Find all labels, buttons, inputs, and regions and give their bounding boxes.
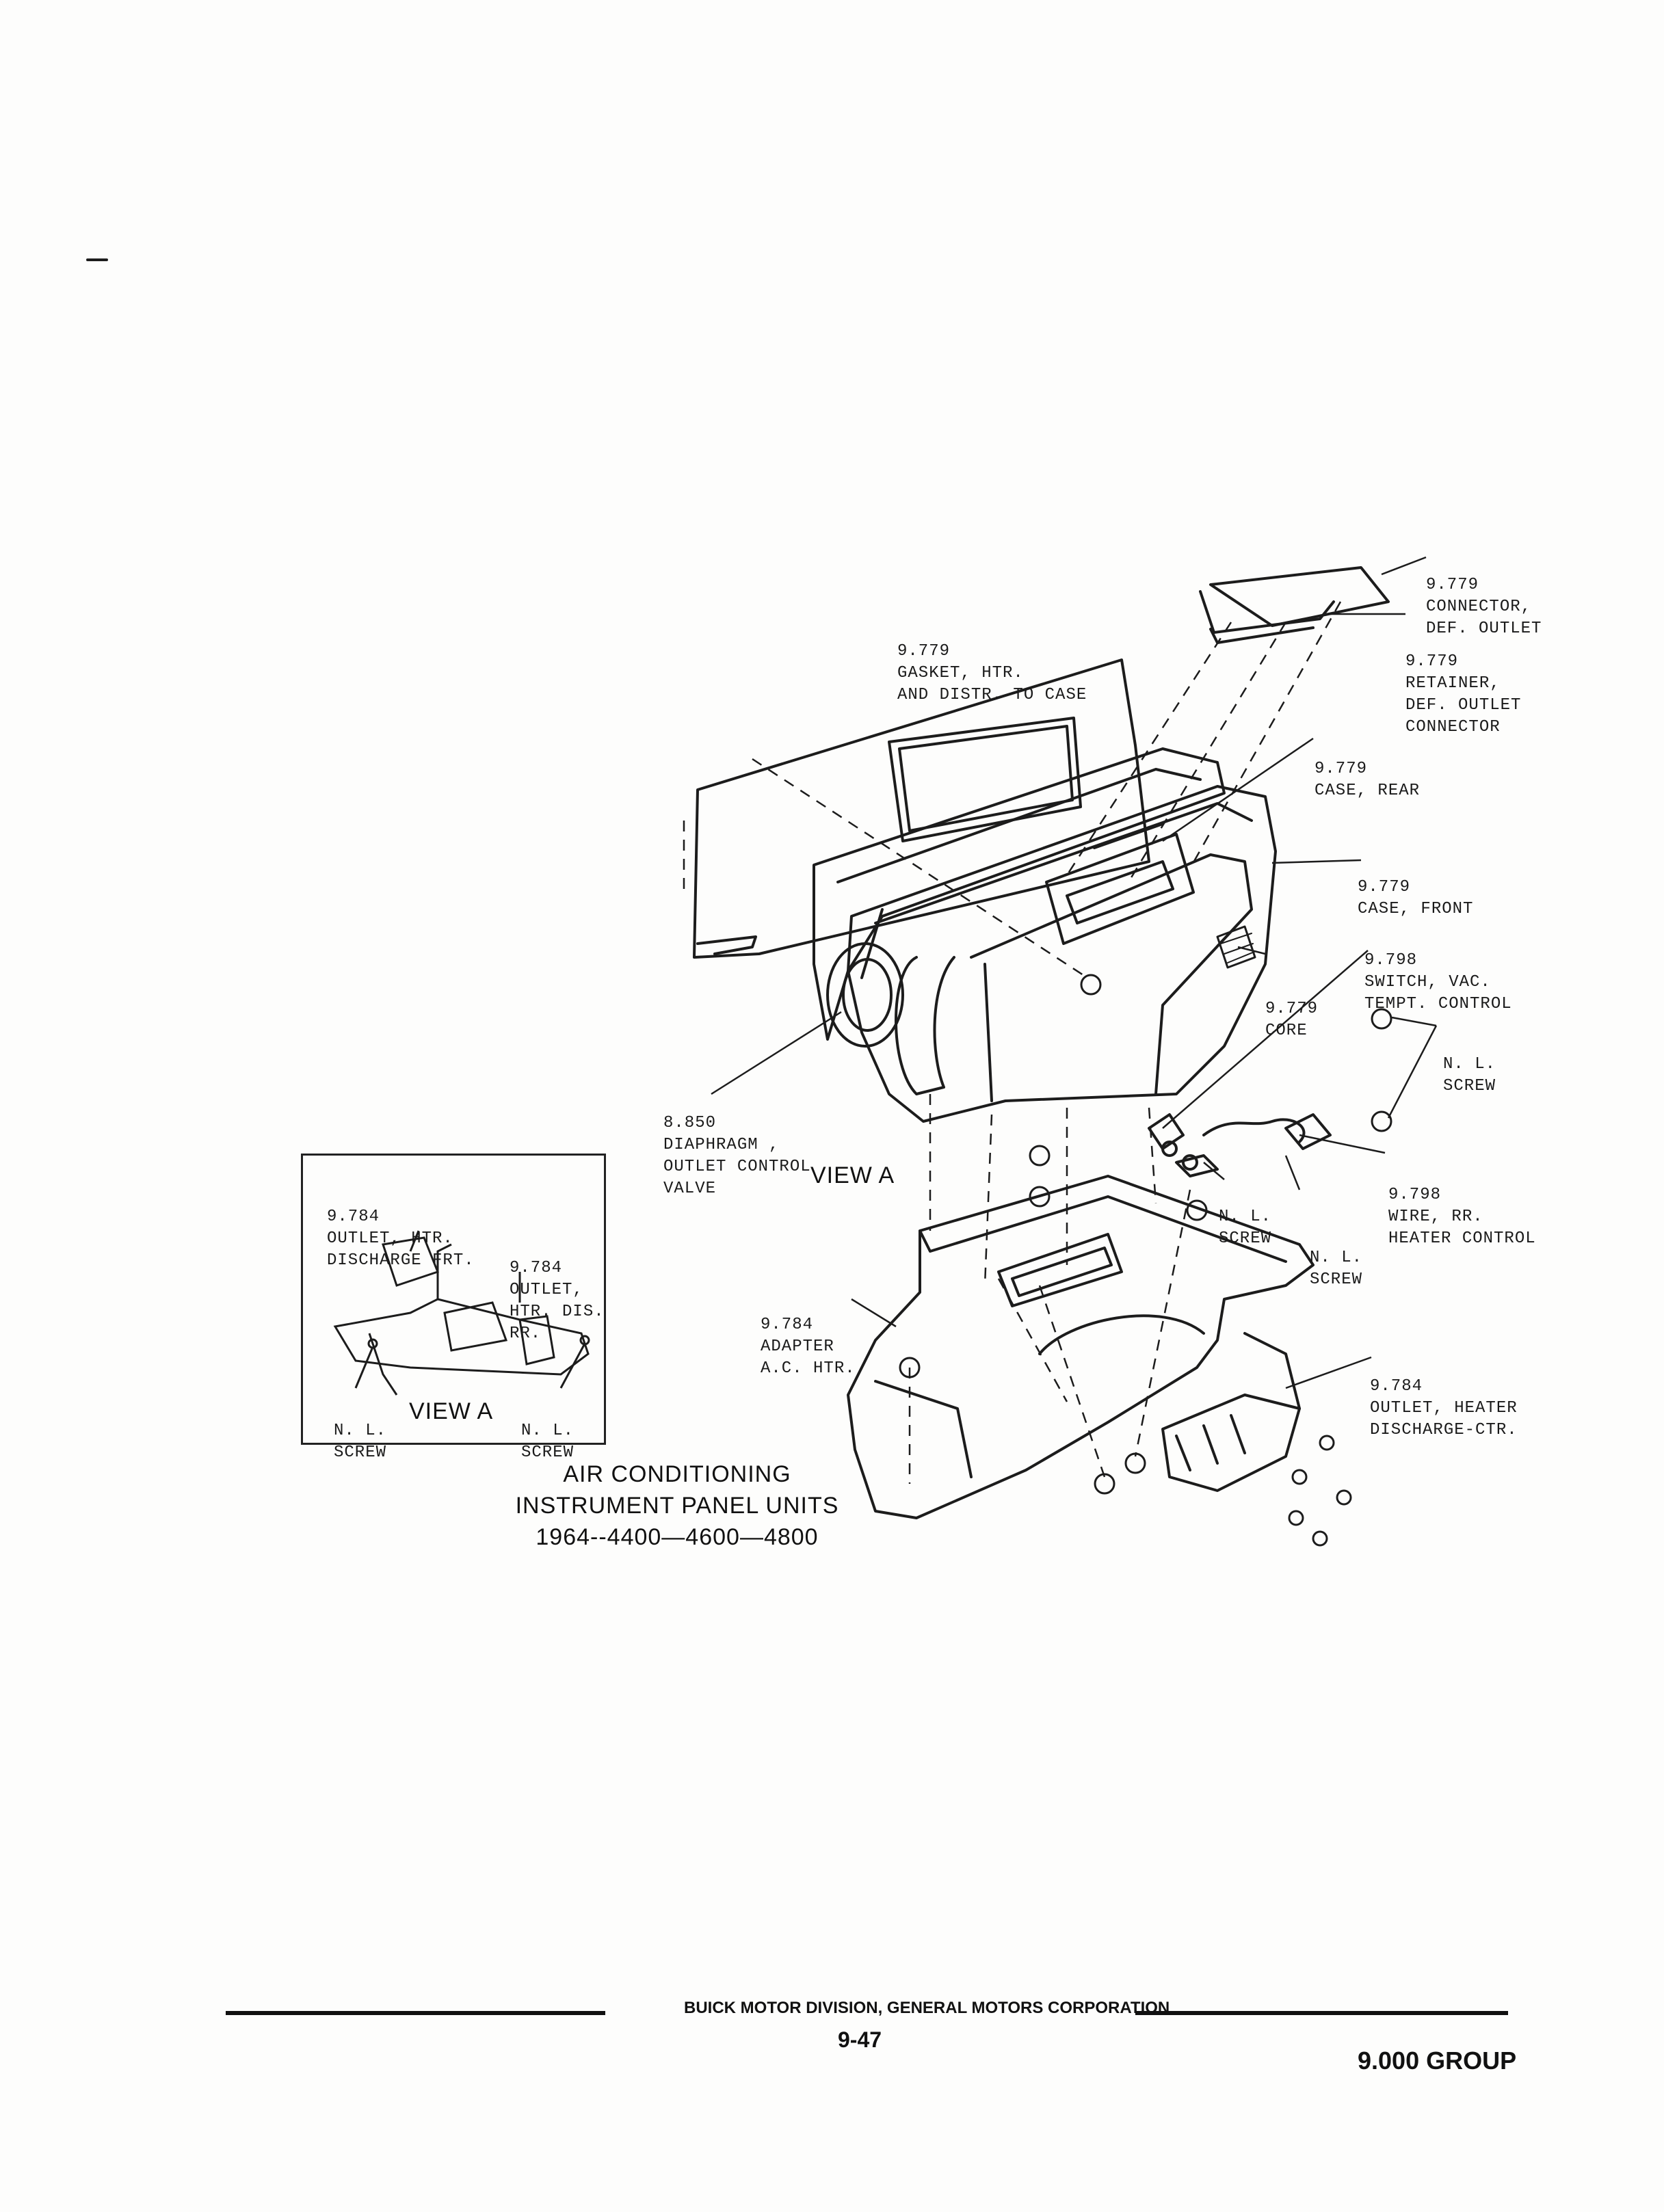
label-nl-screw-mid: N. L.SCREW (1219, 1208, 1272, 1248)
label-nl-screw-mid2: N. L.SCREW (1310, 1249, 1363, 1289)
diaphragm-outlet (826, 942, 955, 1095)
view-a-label: VIEW A (810, 1162, 895, 1188)
vac-switch-and-wire (1148, 1113, 1332, 1177)
footer-page-number: 9-47 (838, 2027, 882, 2052)
footer-rule-right (1135, 2011, 1508, 2015)
outlet-heater-discharge-ctr (1161, 1332, 1301, 1492)
inset-view-a-box (301, 1154, 606, 1445)
label-nl-screw-right: N. L.SCREW (1443, 1055, 1496, 1095)
case-rear (813, 747, 1226, 1041)
leader-lines (711, 556, 1438, 1389)
inset-view-a-label: VIEW A (409, 1398, 494, 1424)
footer-rule-left (226, 2011, 605, 2015)
footer-group: 9.000 GROUP (1358, 2047, 1517, 2075)
inset-view-a-art (333, 1230, 590, 1396)
footer-corporation: BUICK MOTOR DIVISION, GENERAL MOTORS COR… (684, 1999, 1170, 2017)
assembly-guides (683, 601, 1342, 1484)
inset-label-nl-left: N. L.SCREW (334, 1422, 387, 1462)
case-front (847, 785, 1277, 1123)
def-outlet-connector (1199, 566, 1390, 644)
inset-label-nl-right: N. L.SCREW (521, 1422, 575, 1462)
adapter-ac-htr (847, 1175, 1315, 1519)
